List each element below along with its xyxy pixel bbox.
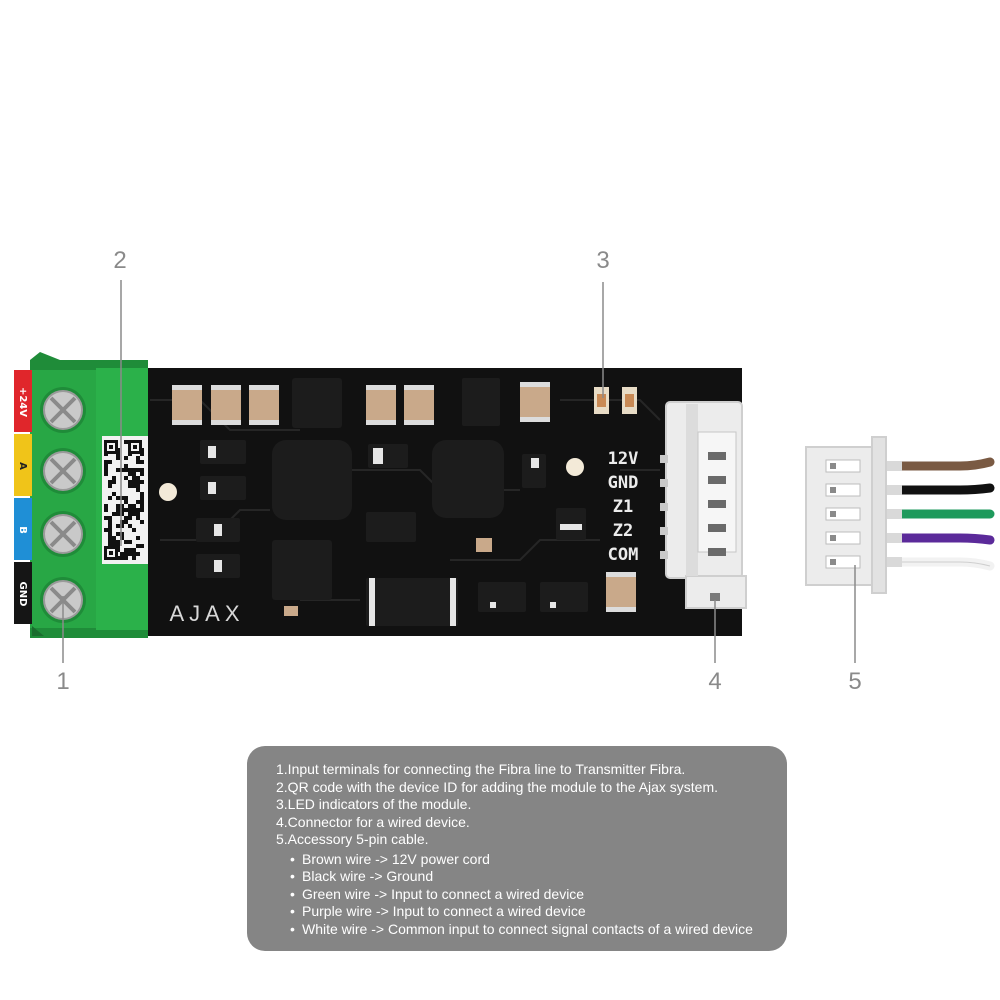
- terminal-strip-1: [14, 370, 32, 432]
- callout-2: 2: [113, 247, 127, 274]
- wire-1: [879, 457, 995, 471]
- caption-line-1: 1.Input terminals for connecting the Fib…: [276, 761, 686, 777]
- wire-4: [879, 533, 995, 545]
- caption-line-2: 2.QR code with the device ID for adding …: [276, 778, 719, 795]
- board-connector: [660, 401, 747, 609]
- wire-list: Brown wire -> 12V power cord Black wire …: [276, 851, 787, 939]
- mounting-hole-right: [566, 458, 584, 476]
- accessory-cable: [805, 436, 995, 594]
- terminal-strip-4: [14, 562, 32, 624]
- mounting-hole-left: [159, 483, 177, 501]
- terminal-label-3: B: [17, 526, 28, 534]
- terminal-color-strips: +24V A B GND: [14, 370, 32, 624]
- wire-item-black: Black wire -> Ground: [290, 868, 787, 886]
- wire-item-purple: Purple wire -> Input to connect a wired …: [290, 903, 787, 921]
- terminal-label-1: +24V: [17, 387, 28, 417]
- pin-label-z1: Z1: [613, 497, 633, 517]
- pin-label-gnd: GND: [608, 473, 639, 493]
- caption-line-4: 4.Connector for a wired device.: [276, 813, 470, 830]
- callout-4: 4: [708, 668, 722, 695]
- screw-2: [40, 448, 86, 494]
- brand-logo: AJAX: [169, 601, 244, 626]
- caption-line-3: 3.LED indicators of the module.: [276, 796, 472, 812]
- terminal-screws: [40, 387, 86, 623]
- pcb-pads: [208, 446, 582, 626]
- wire-item-brown: Brown wire -> 12V power cord: [290, 851, 787, 869]
- connector-pin-labels: 12V GND Z1 Z2 COM: [608, 449, 639, 565]
- qr-code-sticker: [102, 436, 148, 564]
- caption-box: 1.Input terminals for connecting the Fib…: [247, 746, 787, 951]
- caption-line-5: 5.Accessory 5-pin cable.: [276, 831, 429, 847]
- pin-label-z2: Z2: [613, 521, 633, 541]
- callout-5: 5: [848, 668, 862, 695]
- pcb-capacitors: [172, 382, 636, 616]
- wire-2: [879, 483, 995, 495]
- screw-3: [40, 511, 86, 557]
- screw-1: [40, 387, 86, 433]
- callout-3: 3: [596, 247, 610, 274]
- terminal-strip-3: [14, 498, 32, 560]
- pin-label-com: COM: [608, 545, 639, 565]
- terminal-label-4: GND: [17, 582, 28, 607]
- pin-label-12v: 12V: [608, 449, 639, 469]
- terminal-strip-2: [14, 434, 32, 496]
- led-indicators: [594, 387, 637, 414]
- terminal-label-2: A: [17, 462, 28, 470]
- callout-1: 1: [56, 668, 70, 695]
- leader-lines: [62, 280, 856, 663]
- wire-item-white: White wire -> Common input to connect si…: [290, 921, 787, 939]
- wire-item-green: Green wire -> Input to connect a wired d…: [290, 886, 787, 904]
